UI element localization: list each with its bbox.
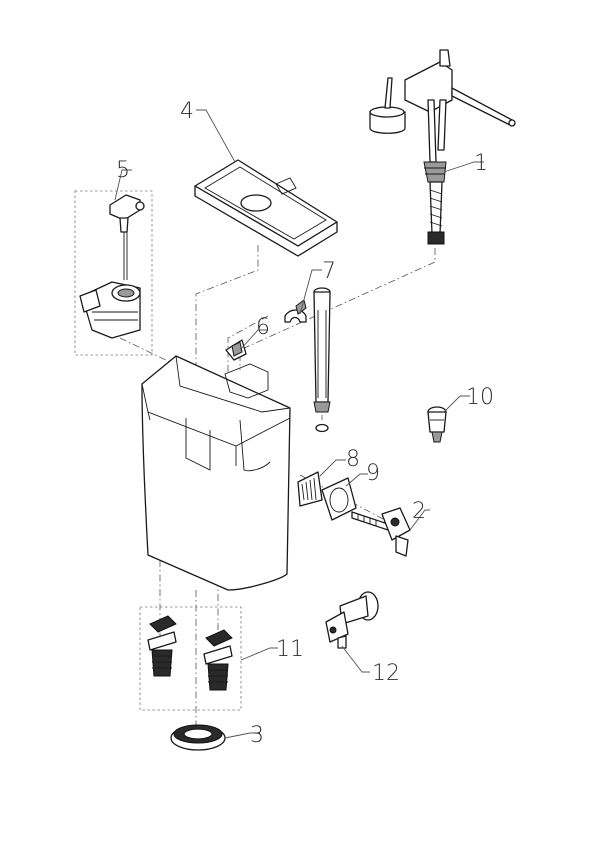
callout-7: 7 [322, 259, 336, 284]
flush-valve-mechanism [79, 194, 145, 339]
flush-handle [351, 507, 411, 557]
callout-leaders [114, 109, 484, 739]
overflow-tube [313, 287, 331, 433]
callout-9: 9 [366, 461, 380, 486]
callout-8: 8 [346, 447, 360, 472]
callout-11: 11 [276, 637, 304, 662]
callout-3: 3 [250, 723, 264, 748]
callout-4: 4 [180, 99, 194, 124]
grille-plate [297, 471, 323, 507]
clip-6 [225, 339, 247, 361]
group-box-11 [139, 606, 242, 711]
callout-10: 10 [466, 385, 494, 410]
clip-7 [284, 299, 307, 323]
seal-ring [170, 724, 226, 751]
callout-12: 12 [372, 661, 400, 686]
angle-valve [325, 591, 379, 649]
gasket [321, 477, 357, 521]
callout-labels: 1 2 3 4 5 6 7 8 9 10 11 12 [116, 99, 494, 748]
group-box-5 [74, 190, 153, 356]
fill-valve [369, 49, 516, 245]
bolt-set [147, 615, 233, 691]
callout-2: 2 [412, 499, 426, 524]
tank-lid [194, 159, 338, 257]
small-valve-part-10 [427, 406, 447, 443]
callout-6: 6 [256, 315, 270, 340]
callout-5: 5 [116, 158, 130, 183]
cistern-tank [141, 355, 291, 591]
callout-1: 1 [474, 151, 488, 176]
